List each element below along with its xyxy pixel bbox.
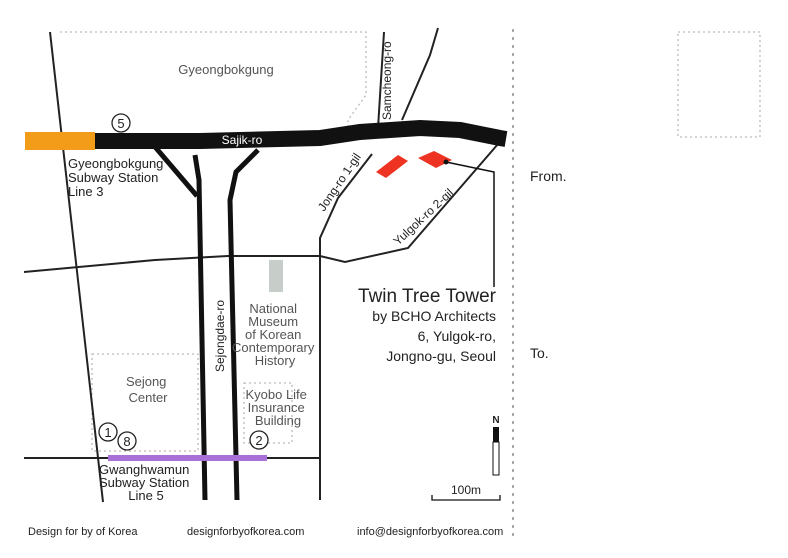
footer-email: info@designforbyofkorea.com bbox=[357, 526, 503, 538]
label-sejong-center: Sejong Center bbox=[126, 374, 170, 405]
gyeongbokgung-boundary bbox=[60, 31, 367, 128]
label-gyeongbokgung: Gyeongbokgung bbox=[178, 62, 273, 77]
svg-text:1: 1 bbox=[104, 425, 111, 440]
footer-credit: Design for by of Korea bbox=[28, 526, 138, 538]
minor-roads bbox=[23, 27, 499, 503]
exit-1: 1 bbox=[98, 422, 118, 442]
label-kyobo: Kyobo Life Insurance Building bbox=[245, 387, 310, 428]
scale-bar: 100m bbox=[431, 483, 501, 501]
north-arrow: N bbox=[492, 415, 500, 476]
twin-tree-tower-west bbox=[376, 155, 408, 178]
callout-line bbox=[445, 161, 495, 287]
project-architect: by BCHO Architects bbox=[372, 308, 496, 324]
label-samcheong-ro: Samcheong-ro bbox=[380, 41, 394, 120]
twin-tree-tower-east bbox=[418, 151, 452, 168]
label-museum: National Museum of Korean Contemporary H… bbox=[232, 301, 318, 368]
label-sejongdae-ro: Sejongdae-ro bbox=[213, 300, 227, 372]
label-sajik-ro: Sajik-ro bbox=[222, 133, 263, 147]
svg-text:2: 2 bbox=[255, 433, 262, 448]
svg-text:8: 8 bbox=[123, 434, 130, 449]
footer-website: designforbyofkorea.com bbox=[187, 526, 304, 538]
exit-5: 5 bbox=[111, 113, 131, 133]
sajik-branch-west bbox=[148, 139, 199, 198]
exit-2: 2 bbox=[249, 430, 269, 450]
label-yulgok-ro-2-gil: Yulgok-ro 2-gil bbox=[390, 186, 456, 249]
museum-block bbox=[269, 260, 283, 292]
to-label: To. bbox=[530, 345, 549, 361]
callout-dot bbox=[443, 159, 449, 165]
project-address-2: Jongno-gu, Seoul bbox=[386, 348, 496, 364]
line3-station-bar bbox=[25, 132, 95, 150]
svg-text:5: 5 bbox=[117, 116, 124, 131]
sejong-center-boundary bbox=[91, 353, 199, 452]
line5-station-bar bbox=[108, 455, 267, 461]
label-gyeongbokgung-station: Gyeongbokgung Subway Station Line 3 bbox=[68, 156, 167, 199]
label-gwanghwamun-station: Gwanghwamun Subway Station Line 5 bbox=[99, 462, 193, 503]
project-address-1: 6, Yulgok-ro, bbox=[418, 328, 496, 344]
stamp-box bbox=[677, 31, 761, 138]
sejongdae-ro bbox=[192, 148, 260, 501]
project-title: Twin Tree Tower bbox=[358, 286, 497, 307]
sajik-ro bbox=[25, 119, 508, 149]
svg-text:100m: 100m bbox=[451, 483, 481, 497]
exit-8: 8 bbox=[117, 431, 137, 451]
svg-text:N: N bbox=[492, 415, 499, 426]
from-label: From. bbox=[530, 168, 567, 184]
label-jong-ro-1-gil: Jong-ro 1-gil bbox=[315, 151, 364, 214]
